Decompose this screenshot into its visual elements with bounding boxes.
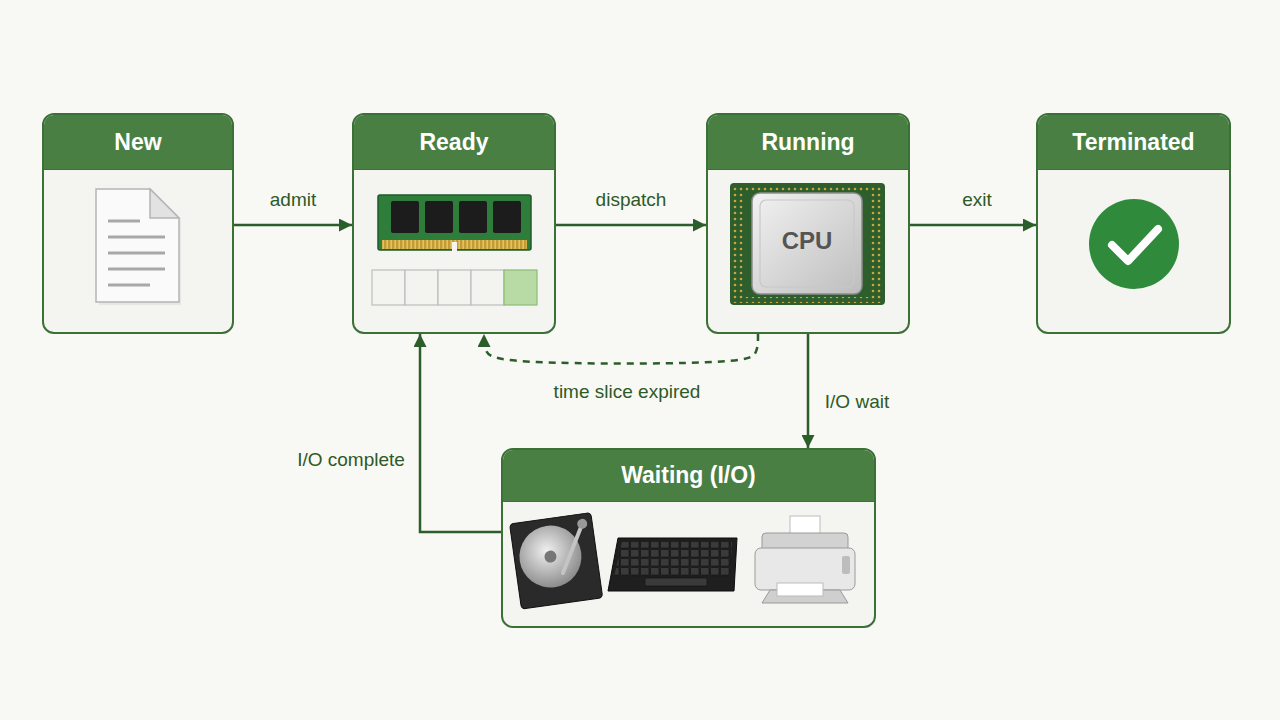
memory-module-part xyxy=(382,240,527,249)
hard-disk-part xyxy=(556,524,588,573)
printer xyxy=(755,516,855,603)
transition-label: I/O wait xyxy=(825,391,889,413)
keyboard-part xyxy=(608,538,737,591)
transition-arrow xyxy=(234,224,352,227)
printer-part xyxy=(762,590,848,603)
document-icon-part xyxy=(99,192,181,305)
illustrations xyxy=(96,183,1179,609)
ready-queue xyxy=(372,270,537,305)
hard-disk-part xyxy=(510,513,603,610)
memory-module-part xyxy=(391,201,419,233)
transition-arrow xyxy=(807,334,810,448)
ready-queue-part xyxy=(471,270,504,305)
cpu-chip-part xyxy=(760,200,854,287)
keyboard-part xyxy=(645,578,707,586)
memory-module-part xyxy=(378,195,531,250)
document-icon-part xyxy=(108,221,165,285)
hard-disk-part xyxy=(515,522,585,592)
dashed-transition-arrow xyxy=(484,334,758,364)
transition-label: time slice expired xyxy=(554,381,701,403)
chip-label: CPU xyxy=(782,227,833,255)
cpu-chip xyxy=(730,183,885,305)
state-title: Running xyxy=(708,115,908,170)
transition-arrow xyxy=(910,224,1036,227)
hard-disk-part xyxy=(577,518,588,529)
check-mark-part xyxy=(1089,199,1179,289)
printer-part xyxy=(755,548,855,590)
state-title: New xyxy=(44,115,232,170)
keyboard-part xyxy=(614,542,732,577)
cpu-chip-part xyxy=(752,193,862,294)
ready-state-box: Ready xyxy=(352,113,556,334)
memory-module-part xyxy=(425,201,453,233)
transition-arrow xyxy=(420,334,501,532)
memory-module-part xyxy=(493,201,521,233)
printer-part xyxy=(777,583,823,596)
terminated-state-box: Terminated xyxy=(1036,113,1231,334)
keyboard xyxy=(608,538,737,591)
document-icon xyxy=(96,189,181,305)
transition-label: exit xyxy=(962,189,992,211)
printer-part xyxy=(762,533,848,551)
cpu-chip-part xyxy=(732,185,883,303)
transition-label: admit xyxy=(270,189,316,211)
ready-queue-part xyxy=(438,270,471,305)
transition-label: I/O complete xyxy=(297,449,405,471)
running-state-box: Running xyxy=(706,113,910,334)
ready-queue-part xyxy=(372,270,405,305)
hard-disk xyxy=(510,513,603,610)
state-title: Terminated xyxy=(1038,115,1229,170)
cpu-chip-part xyxy=(730,183,885,305)
document-icon-part xyxy=(150,189,179,218)
new-state-box: New xyxy=(42,113,234,334)
transition-arrow xyxy=(556,224,706,227)
check-mark xyxy=(1089,199,1179,289)
hard-disk-part xyxy=(544,550,558,564)
waiting-state-box: Waiting (I/O) xyxy=(501,448,876,628)
cpu-chip-part xyxy=(744,191,871,297)
connector-layer xyxy=(234,225,1036,532)
memory-module-part xyxy=(382,240,527,249)
transition-label: dispatch xyxy=(596,189,667,211)
document-icon-part xyxy=(96,189,179,302)
ready-queue-part xyxy=(405,270,438,305)
state-title: Ready xyxy=(354,115,554,170)
ready-queue-part xyxy=(504,270,537,305)
memory-module xyxy=(378,195,531,251)
printer-part xyxy=(842,556,850,574)
check-mark-part xyxy=(1112,229,1158,261)
memory-module-part xyxy=(452,242,457,251)
state-title: Waiting (I/O) xyxy=(503,450,874,502)
memory-module-part xyxy=(459,201,487,233)
printer-part xyxy=(790,516,820,538)
